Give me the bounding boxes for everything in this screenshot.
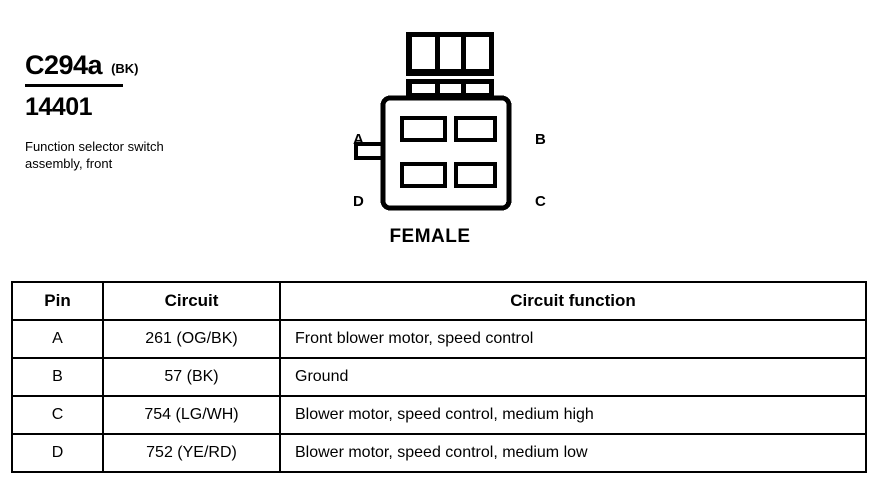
cell-circuit: 261 (OG/BK) bbox=[102, 319, 281, 359]
cell-circuit: 754 (LG/WH) bbox=[102, 395, 281, 435]
cell-pin: D bbox=[11, 433, 104, 473]
connector-body bbox=[380, 95, 512, 211]
cavity-b bbox=[454, 116, 497, 142]
connector-gender-label: FEMALE bbox=[389, 226, 471, 247]
table-row: C 754 (LG/WH) Blower motor, speed contro… bbox=[11, 395, 867, 435]
connector-diagram: A D B C FEMALE bbox=[340, 22, 560, 252]
pin-label-b: B bbox=[535, 131, 546, 148]
table-row: A 261 (OG/BK) Front blower motor, speed … bbox=[11, 319, 867, 359]
column-header-pin: Pin bbox=[11, 281, 104, 321]
cell-pin: C bbox=[11, 395, 104, 435]
cell-pin: A bbox=[11, 319, 104, 359]
connector-drawing-svg bbox=[354, 32, 512, 211]
connector-top-tab bbox=[406, 32, 494, 101]
connector-identification-block: C294a (BK) 14401 Function selector switc… bbox=[25, 52, 215, 172]
connector-id-row: C294a (BK) bbox=[25, 52, 215, 79]
pin-label-c: C bbox=[535, 193, 546, 210]
part-number: 14401 bbox=[25, 93, 93, 121]
cell-circuit-function: Ground bbox=[279, 357, 867, 397]
table-row: D 752 (YE/RD) Blower motor, speed contro… bbox=[11, 433, 867, 473]
table-body: A 261 (OG/BK) Front blower motor, speed … bbox=[11, 319, 867, 473]
cavity-a bbox=[400, 116, 447, 142]
cell-circuit-function: Blower motor, speed control, medium high bbox=[279, 395, 867, 435]
cell-circuit-function: Blower motor, speed control, medium low bbox=[279, 433, 867, 473]
connector-id-underline bbox=[25, 84, 123, 87]
connector-color-code: (BK) bbox=[111, 61, 139, 76]
cell-circuit-function: Front blower motor, speed control bbox=[279, 319, 867, 359]
cell-circuit: 752 (YE/RD) bbox=[102, 433, 281, 473]
connector-side-tab bbox=[354, 142, 386, 160]
table-header: Pin Circuit Circuit function bbox=[11, 281, 867, 321]
column-header-circuit: Circuit bbox=[102, 281, 281, 321]
column-header-circuit-function: Circuit function bbox=[279, 281, 867, 321]
table-row: B 57 (BK) Ground bbox=[11, 357, 867, 397]
pin-label-a: A bbox=[353, 131, 364, 148]
connector-description: Function selector switch assembly, front bbox=[25, 139, 164, 171]
pin-assignment-table: Pin Circuit Circuit function A 261 (OG/B… bbox=[11, 281, 867, 473]
table-header-row: Pin Circuit Circuit function bbox=[11, 281, 867, 321]
cavity-c bbox=[454, 162, 497, 188]
cell-circuit: 57 (BK) bbox=[102, 357, 281, 397]
pin-label-d: D bbox=[353, 193, 364, 210]
connector-id: C294a bbox=[25, 50, 103, 80]
cavity-d bbox=[400, 162, 447, 188]
cell-pin: B bbox=[11, 357, 104, 397]
